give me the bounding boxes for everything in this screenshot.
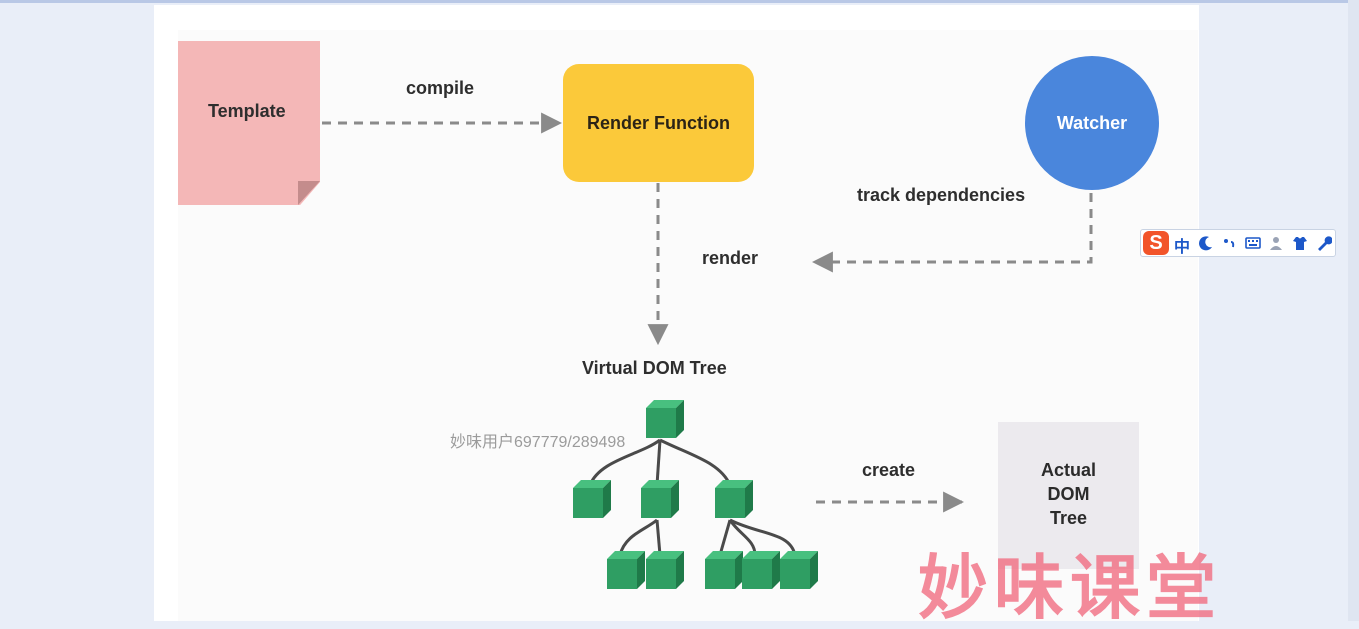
tree-node-cube [641, 480, 679, 518]
watcher-node: Watcher [1025, 56, 1159, 190]
tree-node-cube [573, 480, 611, 518]
user-watermark: 妙味用户697779/289498 [450, 434, 626, 451]
render-function-label: Render Function [587, 112, 730, 133]
render-label: render [702, 248, 759, 268]
watcher-label: Watcher [1056, 112, 1128, 133]
actual-dom-tree-label: Actual DOM Tree [998, 458, 1139, 530]
tree-node-cube [715, 480, 753, 518]
actual-dom-tree-line-3: Tree [1049, 508, 1088, 528]
brand-watermark: 妙味课堂 [918, 547, 1222, 629]
ime-mode-toggle[interactable]: 中 [1174, 239, 1191, 256]
wrench-icon[interactable] [1316, 234, 1332, 252]
actual-dom-tree-node: Actual DOM Tree [998, 422, 1139, 569]
tree-node-cube [705, 551, 743, 589]
compile-label: compile [406, 78, 475, 98]
tree-node-cube [742, 551, 780, 589]
punctuation-icon[interactable] [1221, 234, 1237, 252]
skin-shirt-icon[interactable] [1292, 234, 1308, 252]
moon-icon[interactable] [1198, 234, 1214, 252]
keyboard-icon[interactable] [1245, 234, 1261, 252]
tree-node-cube [780, 551, 818, 589]
actual-dom-tree-line-1: Actual [1040, 460, 1096, 480]
track-dependencies-label: track dependencies [857, 185, 1026, 205]
tree-node-cube [646, 400, 684, 438]
tree-node-cube [646, 551, 684, 589]
virtual-dom-tree-edges [588, 438, 797, 556]
user-icon[interactable] [1269, 234, 1285, 252]
actual-dom-tree-line-2: DOM [1047, 484, 1090, 504]
sogou-logo-icon[interactable]: S [1143, 231, 1169, 255]
render-function-node: Render Function [563, 64, 754, 182]
window-top-border [0, 0, 1359, 3]
tree-node-cube [607, 551, 645, 589]
virtual-dom-tree-label: Virtual DOM Tree [582, 358, 727, 378]
track-dependencies-arrow [811, 193, 1093, 273]
create-label: create [862, 460, 916, 480]
virtual-dom-tree-nodes [573, 400, 818, 589]
template-label: Template [208, 101, 286, 121]
scrollbar[interactable] [1348, 0, 1359, 621]
template-node [178, 41, 320, 205]
ime-toolbar[interactable]: S 中 [1140, 229, 1336, 257]
